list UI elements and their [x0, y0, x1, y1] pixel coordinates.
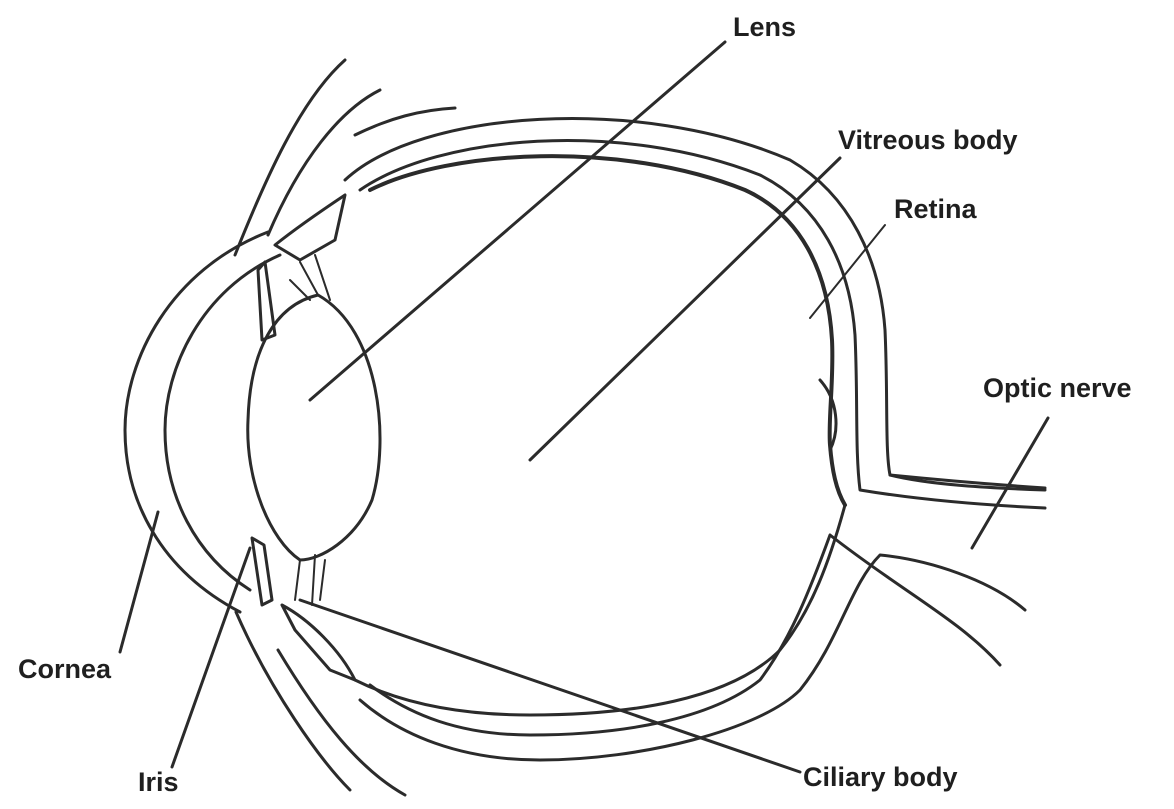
label-cornea: Cornea	[18, 656, 111, 683]
upper-eyelid-inner-line	[268, 90, 380, 235]
label-lens: Lens	[733, 14, 796, 41]
label-retina: Retina	[894, 196, 977, 223]
label-iris: Iris	[138, 769, 179, 796]
zonule-upper	[290, 255, 330, 300]
leader-vitreous-body	[530, 158, 840, 460]
label-vitreous-body: Vitreous body	[838, 127, 1018, 154]
iris-lower	[252, 538, 272, 605]
retina-layer-lower	[355, 505, 845, 715]
cornea-inner	[165, 255, 280, 590]
upper-eyelid-fold	[355, 108, 455, 135]
label-ciliary-body: Ciliary body	[803, 764, 958, 791]
lower-eyelid-outer-line	[236, 612, 350, 790]
label-optic-nerve: Optic nerve	[983, 375, 1132, 402]
zonule-lower	[295, 555, 325, 605]
retina-layer	[370, 156, 845, 505]
lens-outline	[248, 295, 380, 560]
ciliary-upper	[275, 195, 345, 260]
choroid-layer-lower	[370, 535, 1000, 735]
sclera-outer-lower	[360, 555, 1025, 760]
upper-eyelid-outer-line	[235, 60, 345, 255]
leader-iris	[172, 548, 250, 767]
leader-cornea	[120, 512, 158, 652]
